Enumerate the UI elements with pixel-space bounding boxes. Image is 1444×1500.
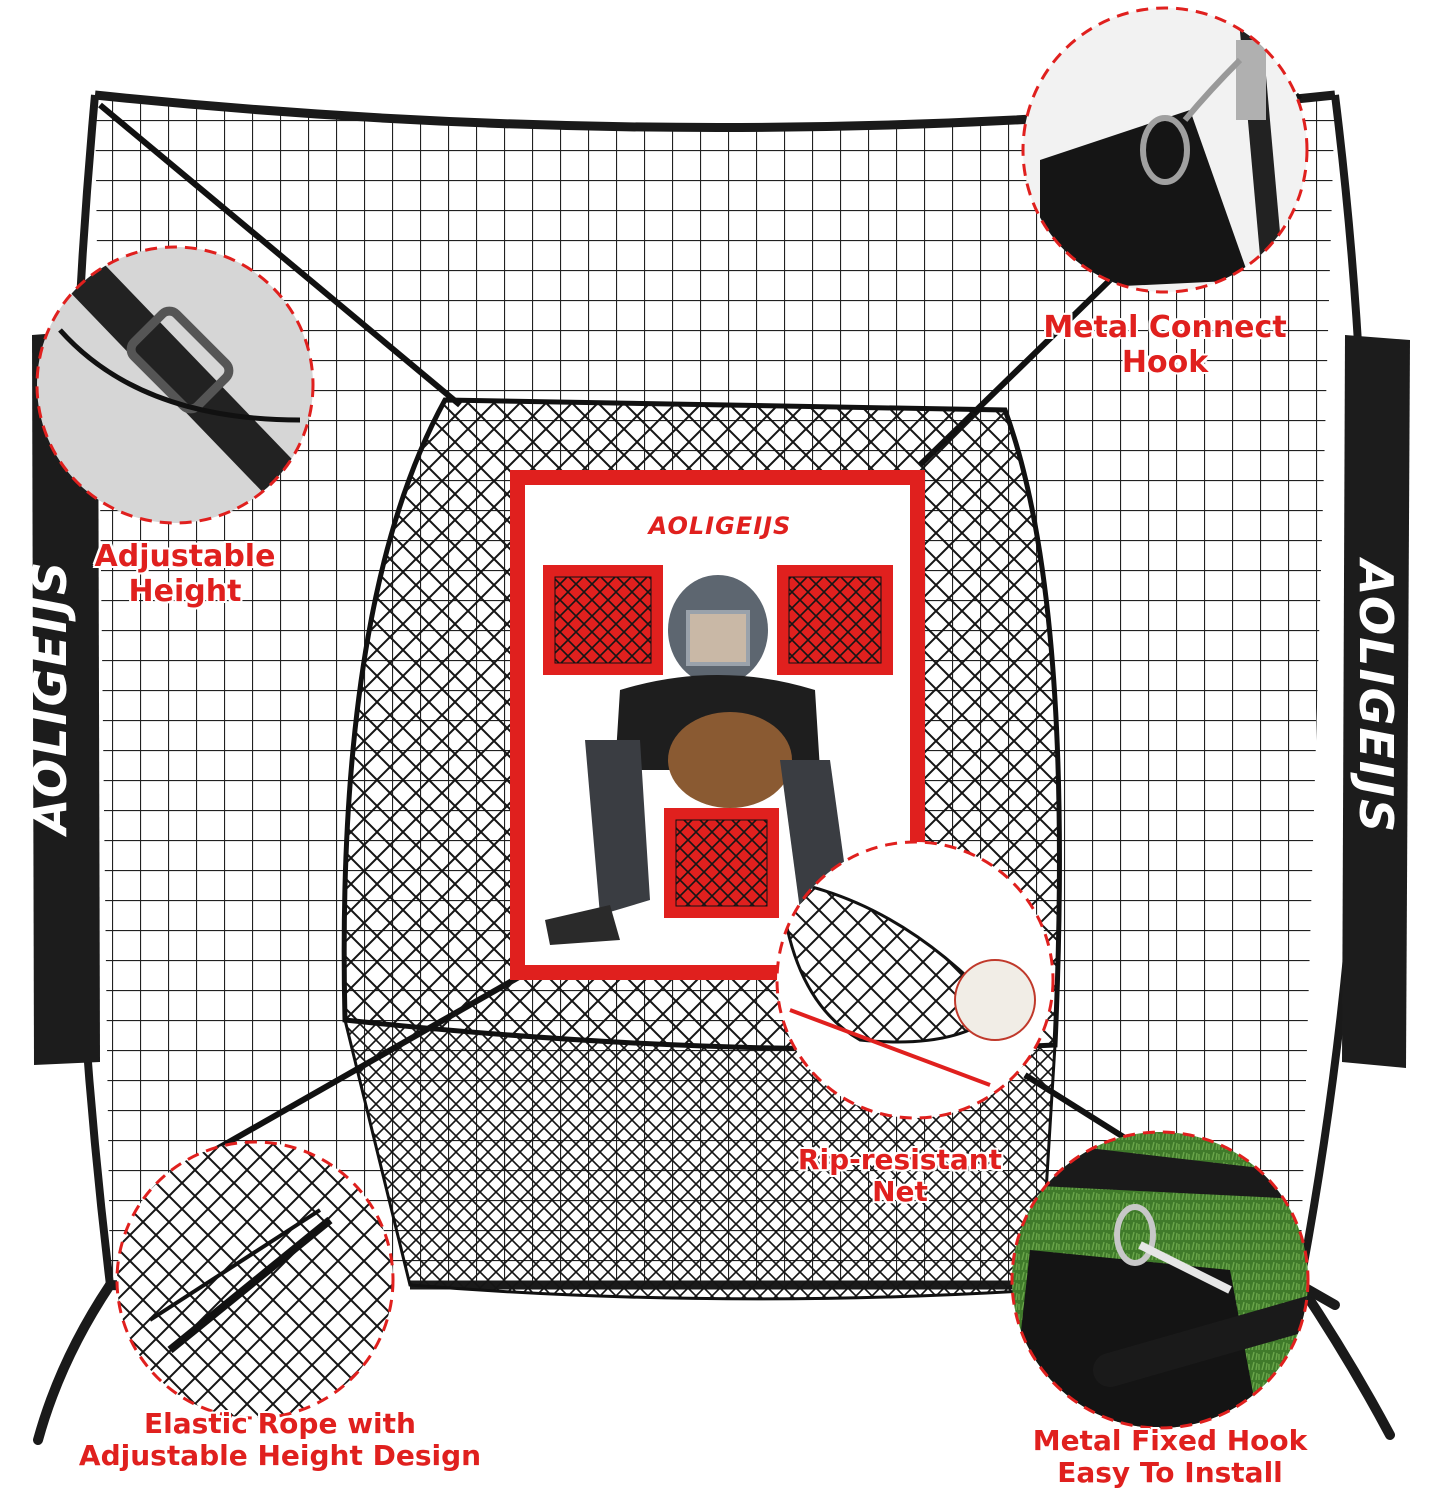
label-adjustable-height-line2: Height — [128, 573, 242, 609]
brand-logo-right: AOLIGEIJS — [1349, 559, 1403, 835]
strike-zone-target — [510, 470, 925, 980]
label-adjustable-height-line1: Adjustable — [94, 539, 276, 574]
left-pole-sleeve — [32, 330, 100, 1065]
label-metal-connect-hook: Metal Connect Hook — [1010, 310, 1320, 380]
label-elastic-rope-line1: Elastic Rope with — [144, 1407, 416, 1440]
right-pole-sleeve — [1342, 335, 1410, 1068]
label-elastic-rope-line2: Adjustable Height Design — [78, 1439, 482, 1473]
callout-adjustable-height — [35, 245, 315, 525]
label-adjustable-height: Adjustable Height — [70, 539, 300, 609]
label-metal-fixed-hook-line1: Metal Fixed Hook — [1032, 1424, 1308, 1457]
label-rip-resistant-net: Rip-resistant Net — [770, 1143, 1030, 1209]
label-metal-connect-hook-line2: Hook — [1121, 344, 1209, 380]
brand-logo-left: AOLIGEIJS — [23, 559, 77, 835]
catcher-figure — [545, 575, 860, 945]
brand-logo-target: AOLIGEIJS — [648, 512, 792, 540]
label-rip-resistant-net-line2: Net — [872, 1175, 928, 1209]
callout-elastic-rope — [115, 1140, 395, 1420]
label-rip-resistant-net-line1: Rip-resistant — [797, 1143, 1003, 1176]
label-metal-fixed-hook: Metal Fixed Hook Easy To Install — [990, 1424, 1350, 1490]
label-metal-connect-hook-line1: Metal Connect — [1043, 310, 1287, 345]
callout-metal-fixed-hook — [1010, 1130, 1310, 1430]
callout-rip-resistant-net — [775, 840, 1055, 1120]
label-elastic-rope: Elastic Rope with Adjustable Height Desi… — [30, 1407, 530, 1473]
label-metal-fixed-hook-line2: Easy To Install — [1057, 1456, 1283, 1490]
callout-metal-connect-hook — [1021, 6, 1309, 294]
